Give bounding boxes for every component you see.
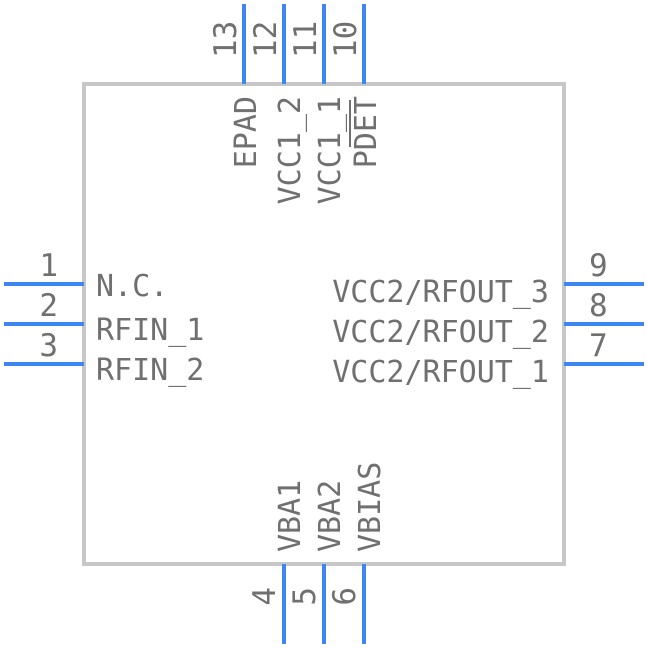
pin-7-number: 7: [589, 328, 608, 364]
pin-8-name: VCC2/RFOUT_2: [332, 315, 549, 350]
pin-9-number: 9: [589, 248, 608, 284]
pin-3-name: RFIN_2: [96, 353, 204, 388]
pin-2-number: 2: [39, 288, 58, 324]
pin-4-name: VBA1: [273, 480, 308, 552]
pin-7-name: VCC2/RFOUT_1: [332, 355, 549, 390]
pin-6-name: VBIAS: [353, 462, 388, 552]
pin-2-name: RFIN_1: [96, 313, 204, 348]
pin-8-number: 8: [589, 288, 608, 324]
pin-11-name: VCC1_1: [313, 96, 348, 204]
pin-13-name: EPAD: [229, 96, 264, 168]
pin-1-number: 1: [39, 248, 58, 284]
pin-3-number: 3: [39, 328, 58, 364]
pin-1-name: N.C.: [96, 269, 168, 304]
pin-5-number: 5: [287, 587, 323, 606]
pin-10-name: PDET: [349, 96, 384, 168]
pin-6-number: 6: [327, 587, 363, 606]
pin-12-number: 12: [248, 21, 284, 58]
pin-10-name-group: PDET: [349, 96, 384, 168]
pin-10-number: 10: [328, 21, 364, 58]
pin-12-name: VCC1_2: [273, 96, 308, 204]
component-body: [82, 82, 566, 566]
pin-9-name: VCC2/RFOUT_3: [332, 275, 549, 310]
pin-4-number: 4: [247, 587, 283, 606]
pin-13-number: 13: [208, 21, 244, 58]
pin-5-name: VBA2: [313, 480, 348, 552]
pin-11-number: 11: [288, 21, 324, 58]
